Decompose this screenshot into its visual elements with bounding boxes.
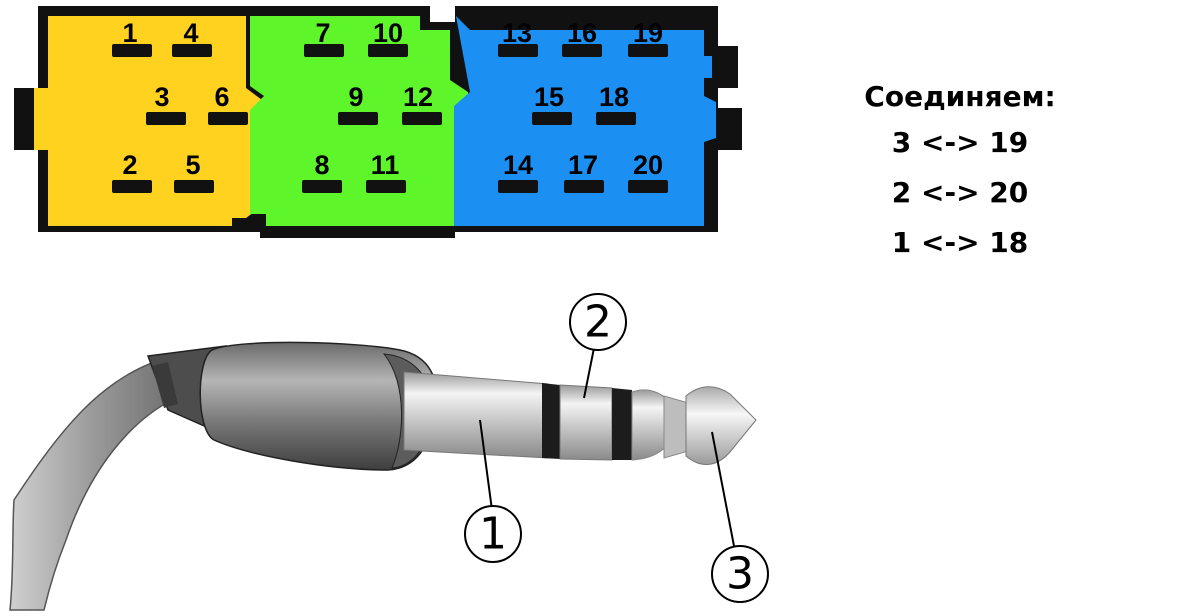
pin-slot [302,180,342,193]
connection-legend: Соединяем: 3 <-> 19 2 <-> 20 1 <-> 18 [820,72,1100,268]
callout-leader-1 [479,419,493,511]
pin-slot [498,180,538,193]
pin-slot [338,112,378,125]
pin-slot [564,180,604,193]
connector-section-blue [454,16,716,226]
jack-insulator-ring [542,383,560,459]
pin-label: 12 [403,82,433,112]
pin-slot [562,44,602,57]
legend-row: 3 <-> 19 [891,126,1029,159]
pin-label: 19 [633,18,663,48]
jack-strain-relief-ring [152,362,178,408]
pin-slot [112,180,152,193]
callout-label-1: 1 [479,509,507,560]
pin-slot [368,44,408,57]
pin-slot [628,44,668,57]
pin-label: 9 [348,82,363,112]
iso-connector: 1 4 3 6 2 5 7 10 9 12 8 11 13 [14,6,742,238]
callout-label-3: 3 [726,549,754,600]
stereo-jack-plug [9,341,757,611]
pin-label: 15 [534,82,564,112]
pin-label: 18 [599,82,629,112]
jack-ring [559,384,613,461]
legend-row: 2 <-> 20 [891,176,1029,209]
pin-label: 2 [122,150,137,180]
jack-cable [9,359,177,611]
pin-slot [174,180,214,193]
pin-slot [532,112,572,125]
pin-label: 20 [633,150,663,180]
pin-label: 8 [314,150,329,180]
pin-label: 11 [371,150,400,180]
pin-slot [146,112,186,125]
pin-slot [628,180,668,193]
pin-label: 6 [214,82,229,112]
pin-slot [208,112,248,125]
pin-label: 17 [568,150,598,180]
jack-tip [685,386,757,465]
connector-pins: 1 4 3 6 2 5 7 10 9 12 8 11 13 [112,18,668,193]
jack-handle [199,341,438,471]
pin-slot [498,44,538,57]
callout-circle-2 [569,293,627,351]
pin-label: 3 [154,82,169,112]
pin-label: 14 [503,150,533,180]
pin-label: 4 [183,18,198,48]
pin-label: 13 [502,18,532,48]
callout-circle-1 [464,505,522,563]
callout-leader-2 [583,347,595,399]
pin-label: 16 [567,18,597,48]
pin-label: 7 [315,18,330,48]
jack-callouts: 1 2 3 [464,293,769,603]
pin-label: 10 [373,18,403,48]
pin-slot [112,44,152,57]
pin-slot [402,112,442,125]
pin-slot [172,44,212,57]
jack-insulator-ring [612,388,632,460]
pin-label: 1 [122,18,137,48]
pin-slot [304,44,344,57]
legend-row: 1 <-> 18 [891,226,1029,259]
callout-leader-3 [711,431,735,547]
callout-circle-3 [711,545,769,603]
pin-slot [366,180,406,193]
legend-title: Соединяем: [864,80,1056,113]
pin-label: 5 [185,150,200,180]
callout-label-2: 2 [584,297,612,348]
jack-sleeve [403,371,549,459]
pin-slot [596,112,636,125]
